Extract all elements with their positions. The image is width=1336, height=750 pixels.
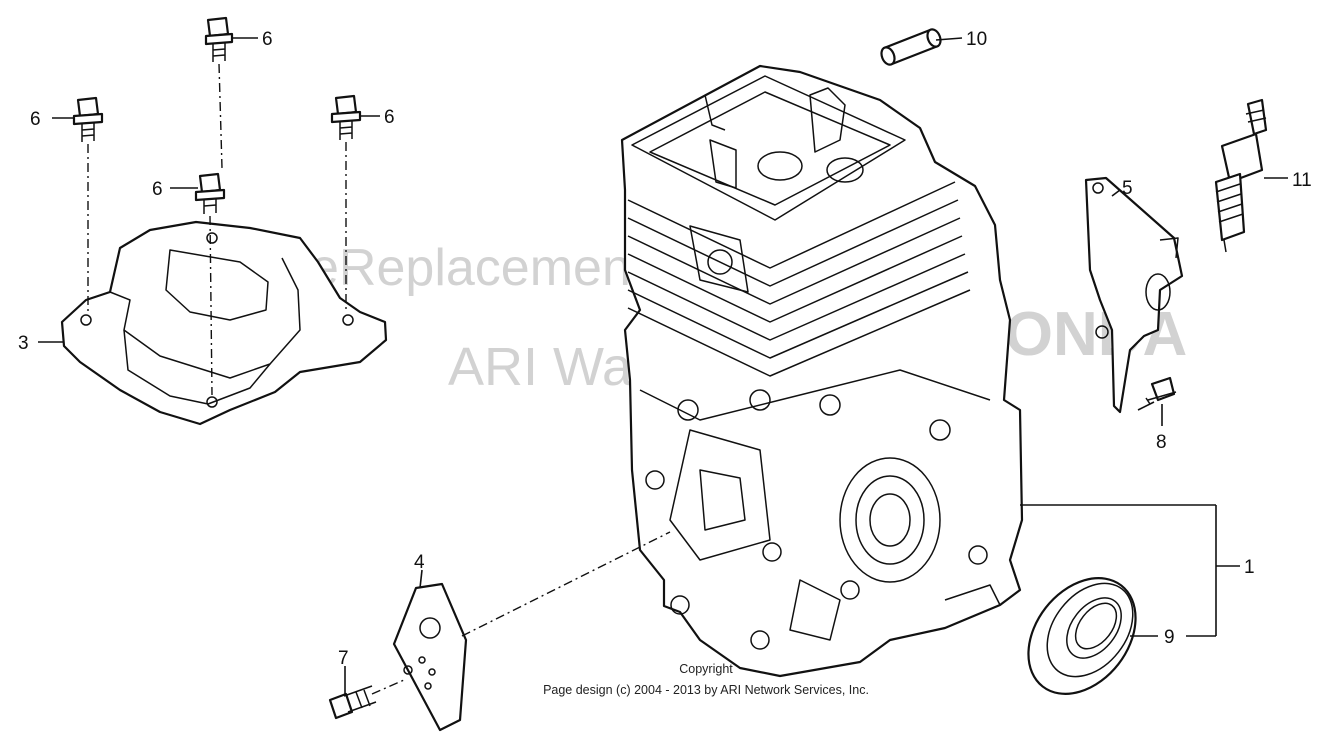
bolt-part-6d[interactable] xyxy=(194,172,226,214)
bolt-part-7[interactable] xyxy=(328,685,377,720)
valve-cover-part[interactable] xyxy=(60,220,388,426)
callout-11[interactable]: 11 xyxy=(1292,170,1312,191)
copyright-block: Copyright Page design (c) 2004 - 2013 by… xyxy=(543,662,869,697)
callout-10[interactable]: 10 xyxy=(966,29,987,50)
bolt-part-6c[interactable] xyxy=(330,94,362,140)
callout-6-middle[interactable]: 6 xyxy=(152,179,163,200)
callout-7[interactable]: 7 xyxy=(338,648,349,669)
callout-9[interactable]: 9 xyxy=(1164,627,1175,648)
bolt-part-8[interactable] xyxy=(1137,376,1177,411)
dowel-pin-part[interactable] xyxy=(879,27,943,66)
leader-lines xyxy=(38,37,1288,695)
cylinder-barrel-part[interactable] xyxy=(620,64,1024,678)
spark-plug-part[interactable] xyxy=(1214,98,1268,253)
bolt-part-6b[interactable] xyxy=(72,96,104,142)
bracket-part[interactable] xyxy=(1084,176,1184,414)
gasket-part[interactable] xyxy=(392,582,468,732)
callout-labels: 6 6 6 6 3 10 11 5 8 1 9 4 7 xyxy=(18,29,1312,669)
callout-8[interactable]: 8 xyxy=(1156,432,1167,453)
bolt-part-6a[interactable] xyxy=(204,16,234,62)
copyright-line-1: Copyright xyxy=(679,662,733,676)
copyright-line-2: Page design (c) 2004 - 2013 by ARI Netwo… xyxy=(543,683,869,697)
callout-5[interactable]: 5 xyxy=(1122,178,1133,199)
callout-6-left[interactable]: 6 xyxy=(30,109,41,130)
oil-seal-part[interactable] xyxy=(1006,557,1157,715)
callout-3[interactable]: 3 xyxy=(18,333,29,354)
callout-6-right[interactable]: 6 xyxy=(384,107,395,128)
bolt-guide-lines xyxy=(87,63,347,396)
callout-6-top[interactable]: 6 xyxy=(262,29,273,50)
callout-1[interactable]: 1 xyxy=(1244,557,1255,578)
callout-4[interactable]: 4 xyxy=(414,552,425,573)
